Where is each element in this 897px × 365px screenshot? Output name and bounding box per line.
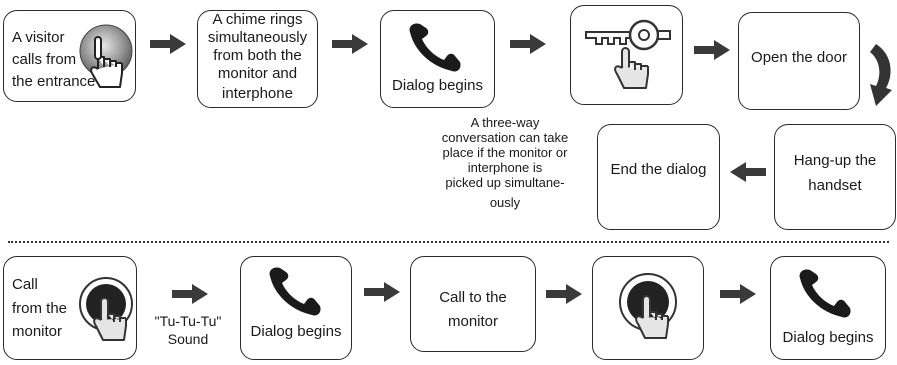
right-arrow-icon [694,40,730,60]
step1-label-line1: A visitor [12,29,65,46]
call-button-hand-icon [619,273,677,339]
step2-label-line3: from both the [213,47,302,64]
right-arrow-icon [172,284,208,304]
handset-icon [269,267,321,316]
step1-label-line2: calls from [12,51,77,68]
three-way-note-line4: interphone is [467,160,543,175]
three-way-note-line6: ously [489,195,521,210]
right-arrow-icon [546,284,582,304]
step5-label: Open the door [751,49,847,66]
curved-down-arrow-icon [870,44,892,106]
b1-label-line3: monitor [12,323,63,340]
step1-label-line3: the entrance [12,73,96,90]
three-way-note-line5: picked up simultane- [445,175,565,190]
step2-label-line2: simultaneously [207,29,308,46]
b1-label-line1: Call [12,276,38,293]
b5-label: Dialog begins [782,329,874,346]
right-arrow-icon [720,284,756,304]
door-key-hand-icon [585,19,671,89]
step6-label-line1: Hang-up the [793,152,877,169]
b3-label-line2: monitor [447,313,499,330]
step2-label-line5: interphone [222,85,293,102]
handset-icon [799,269,851,318]
right-arrow-icon [510,34,546,54]
step-chime-rings [197,10,318,108]
step-call-to-monitor [410,256,536,352]
step7-label: End the dialog [610,161,707,178]
three-way-note-line1: A three-way [470,115,540,130]
three-way-note-line3: place if the monitor or [442,145,568,160]
sound-label-line2: Sound [167,331,209,347]
step6-label-line2: handset [808,177,862,194]
step2-label-line4: monitor and [217,65,298,82]
step2-label-line1: A chime rings [212,11,303,28]
b3-label-line1: Call to the [439,289,507,306]
section-divider [8,241,889,243]
sound-label-line1: "Tu-Tu-Tu" [154,313,222,329]
right-arrow-icon [150,34,186,54]
right-arrow-icon [364,282,400,302]
b2-label: Dialog begins [250,323,342,340]
three-way-note-line2: conversation can take [441,130,569,145]
step3-label: Dialog begins [392,77,483,94]
call-button-hand-icon [79,24,133,88]
step-end-dialog [597,124,720,230]
step-hang-up [774,124,896,230]
step-open-door [738,12,860,110]
right-arrow-icon [332,34,368,54]
left-arrow-icon [730,162,766,182]
b1-label-line2: from the [12,300,68,317]
handset-icon [409,23,461,72]
call-button-hand-icon [79,277,133,341]
